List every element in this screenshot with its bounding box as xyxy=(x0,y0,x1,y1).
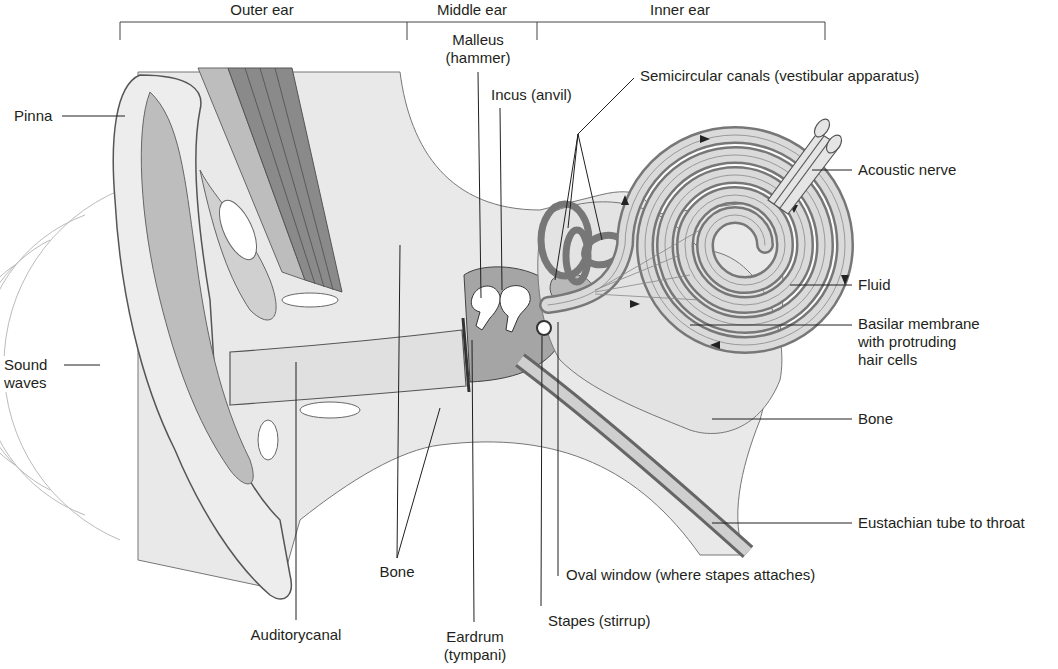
part-label: Incus (anvil) xyxy=(489,86,574,104)
part-label: Sound waves xyxy=(2,356,64,392)
part-label: Bone xyxy=(856,410,895,428)
leader-line xyxy=(541,336,542,606)
leader-line xyxy=(558,322,559,576)
fibre xyxy=(595,275,690,292)
leader-line xyxy=(555,134,578,280)
hair-cell-fibres xyxy=(595,230,700,300)
part-label: Bone xyxy=(377,563,416,581)
part-label: Oval window (where stapes attaches) xyxy=(564,566,817,584)
part-label: Basilar membrane with protruding hair ce… xyxy=(856,315,986,369)
leader-line xyxy=(472,340,474,622)
nerve-end xyxy=(811,116,832,139)
leader-line xyxy=(500,108,502,290)
arrowhead xyxy=(621,195,629,205)
arrowhead xyxy=(700,135,710,143)
stapes xyxy=(537,321,551,335)
leader-line xyxy=(578,134,602,240)
fibre xyxy=(275,68,333,290)
part-label: Semicircular canals (vestibular apparatu… xyxy=(638,67,921,85)
leader-line xyxy=(790,285,852,286)
nerve-end xyxy=(823,132,844,155)
arrowhead xyxy=(630,300,640,308)
pinna xyxy=(113,75,291,599)
leader-line xyxy=(712,523,852,524)
leader-line xyxy=(397,408,440,558)
leader-line xyxy=(568,134,578,228)
part-label: Middle ear xyxy=(435,1,509,19)
leader-line xyxy=(578,78,634,134)
leader-line xyxy=(62,116,125,117)
arrowhead xyxy=(710,341,720,349)
leader-line xyxy=(690,325,852,326)
fibre xyxy=(600,230,700,288)
leader-lines xyxy=(60,72,852,622)
incus xyxy=(500,286,530,332)
malleus xyxy=(471,286,500,330)
eardrum xyxy=(463,318,469,392)
sound-waves xyxy=(0,190,120,540)
part-label: Stapes (stirrup) xyxy=(546,612,653,630)
bracket-tick xyxy=(537,22,538,40)
part-label: Eardrum (tympani) xyxy=(427,628,523,664)
bracket-tick xyxy=(407,22,408,40)
leader-line xyxy=(397,245,400,558)
part-label: Malleus (hammer) xyxy=(430,31,526,67)
leader-line xyxy=(296,362,297,620)
pinna-fold xyxy=(141,92,253,484)
auditory-canal xyxy=(230,330,466,405)
part-label: Pinna xyxy=(12,107,54,125)
pinna-hollow xyxy=(282,293,338,307)
part-label: Outer ear xyxy=(228,1,295,19)
part-label: Acoustic nerve xyxy=(856,161,958,179)
nerve-fibre xyxy=(780,140,830,208)
fibre xyxy=(595,294,700,300)
pinna-hollow xyxy=(212,195,264,265)
leader-line xyxy=(478,72,481,298)
part-label: Inner ear xyxy=(648,1,712,19)
pinna-hollow xyxy=(258,420,278,460)
leader-line xyxy=(712,419,852,420)
fibre xyxy=(260,68,324,287)
pinna-hollow xyxy=(300,402,360,418)
leader-line xyxy=(812,170,852,171)
part-label: Fluid xyxy=(856,276,893,294)
part-label: Auditorycanal xyxy=(249,626,344,644)
arrowhead xyxy=(841,275,849,285)
leader-line xyxy=(60,365,100,366)
pinna-inner xyxy=(200,170,276,320)
acoustic-nerve xyxy=(768,116,845,214)
part-label: Eustachian tube to throat xyxy=(856,514,1027,532)
